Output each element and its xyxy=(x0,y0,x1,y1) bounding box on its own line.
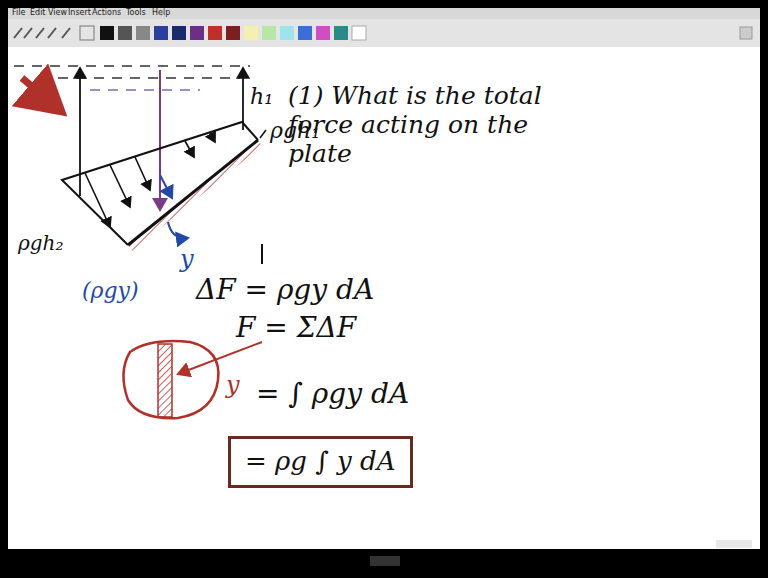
page xyxy=(8,47,760,549)
plate-area xyxy=(123,341,218,418)
menu-item: View xyxy=(48,8,67,17)
page-counter xyxy=(716,540,752,548)
equation-text: = ρg ∫ y dA xyxy=(245,447,396,477)
handwritten-note: (1) What is the total force acting on th… xyxy=(288,82,563,168)
handwritten-note: ρgh₂ xyxy=(18,232,63,255)
tick-mark xyxy=(261,244,263,264)
handwritten-note: (ρgy) xyxy=(82,278,139,303)
plate xyxy=(128,140,258,245)
leader-arrow xyxy=(178,342,262,374)
handwritten-note: = ∫ ρgy dA xyxy=(256,378,409,410)
page-tab xyxy=(370,556,400,566)
menu-bar xyxy=(8,8,760,19)
handwritten-note: h₁ xyxy=(250,84,273,109)
handwritten-note: ΔF = ρgy dA xyxy=(196,274,374,306)
menu-item: File xyxy=(12,8,25,17)
pressure-distribution xyxy=(62,122,258,245)
area-strip xyxy=(158,344,172,417)
depth-line xyxy=(159,70,161,210)
menu-item: Edit xyxy=(30,8,46,17)
plate-hatch xyxy=(128,140,262,251)
pressure-arrows xyxy=(85,133,215,227)
red-arrow xyxy=(22,78,62,112)
menu-item: Tools xyxy=(126,8,146,17)
pressure-arrow xyxy=(160,175,172,198)
boxed-equation: = ρg ∫ y dA xyxy=(228,436,413,488)
menu-item: Help xyxy=(152,8,170,17)
depth-line xyxy=(79,68,81,196)
y-leader xyxy=(168,222,188,238)
leader-line xyxy=(260,130,266,138)
menu-item: Actions xyxy=(92,8,121,17)
menu-item: Insert xyxy=(68,8,91,17)
depth-line xyxy=(242,68,244,130)
handwritten-note: y xyxy=(180,246,194,274)
handwritten-note: F = ΣΔF xyxy=(236,312,356,344)
tool-bar xyxy=(8,19,760,47)
water-surface xyxy=(14,66,250,90)
tool-icons xyxy=(14,26,752,40)
handwritten-note: y xyxy=(226,372,240,400)
